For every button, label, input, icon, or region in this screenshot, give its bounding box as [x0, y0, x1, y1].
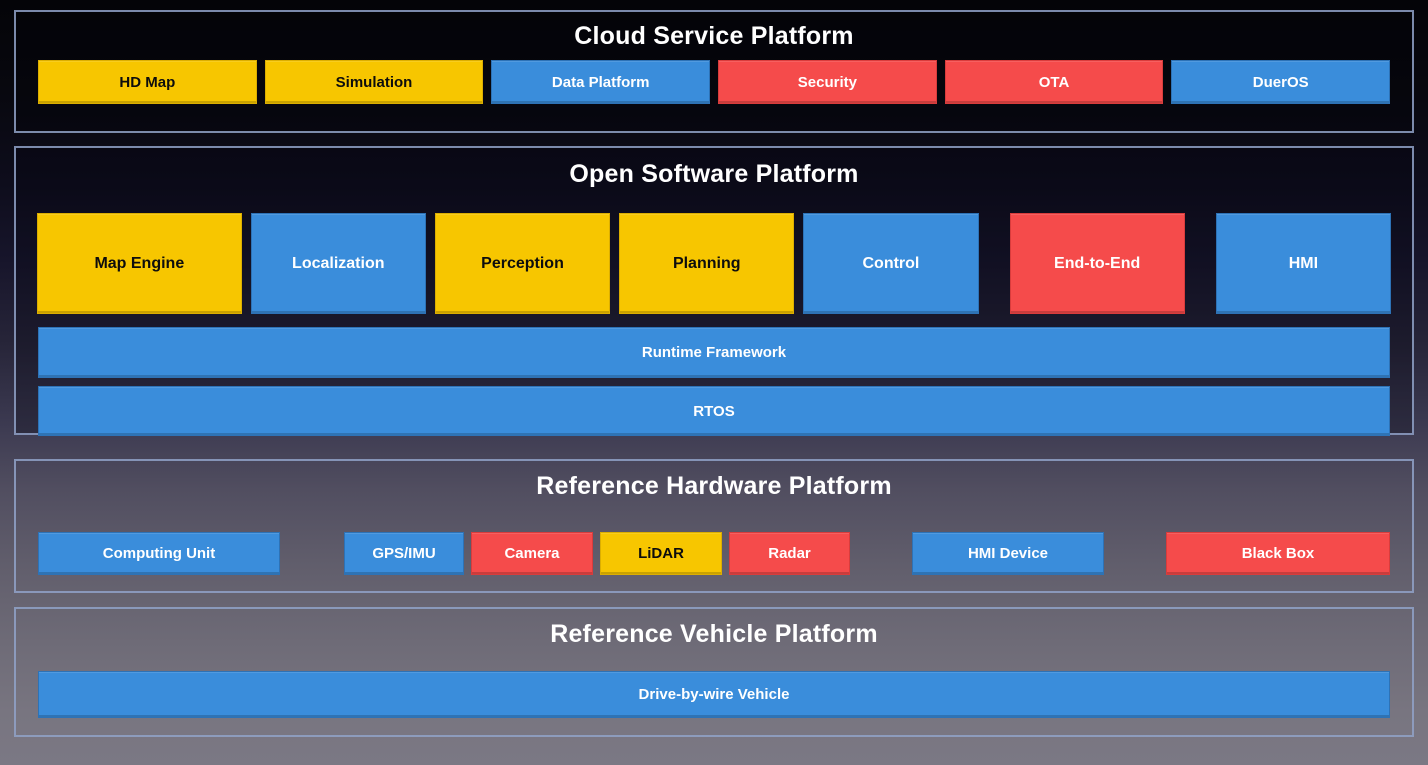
box-black-box: Black Box	[1166, 532, 1390, 575]
box-simulation: Simulation	[264, 60, 484, 104]
box-lidar: LiDAR	[600, 532, 722, 575]
module-perception: Perception	[434, 213, 611, 314]
bar-runtime-framework: Runtime Framework	[38, 327, 1390, 378]
bar-drive-by-wire-vehicle: Drive-by-wire Vehicle	[38, 671, 1390, 718]
module-end-to-end: End-to-End	[1009, 213, 1185, 314]
reference-hardware-platform-section: Reference Hardware Platform Computing Un…	[14, 459, 1414, 593]
cloud-boxes-row: HD Map Simulation Data Platform Security…	[16, 60, 1412, 104]
box-gps-imu: GPS/IMU	[344, 532, 464, 575]
box-radar: Radar	[729, 532, 850, 575]
hardware-section-title: Reference Hardware Platform	[536, 472, 892, 500]
cloud-service-platform-section: Cloud Service Platform HD Map Simulation…	[14, 10, 1414, 133]
box-hmi-device: HMI Device	[912, 532, 1104, 575]
box-data-platform: Data Platform	[491, 60, 711, 104]
software-section-title: Open Software Platform	[569, 160, 859, 188]
box-camera: Camera	[471, 532, 593, 575]
box-dueros: DuerOS	[1171, 60, 1391, 104]
hardware-boxes-row: Computing Unit GPS/IMU Camera LiDAR Rada…	[16, 532, 1412, 575]
module-map-engine: Map Engine	[37, 213, 242, 314]
box-ota: OTA	[944, 60, 1164, 104]
box-hd-map: HD Map	[38, 60, 257, 104]
module-planning: Planning	[619, 213, 795, 314]
software-modules-row: Map Engine Localization Perception Plann…	[16, 213, 1412, 314]
module-localization: Localization	[250, 213, 426, 314]
module-hmi: HMI	[1215, 213, 1391, 314]
vehicle-section-title: Reference Vehicle Platform	[550, 620, 878, 648]
module-control: Control	[803, 213, 979, 314]
box-computing-unit: Computing Unit	[38, 532, 280, 575]
bar-rtos: RTOS	[38, 386, 1390, 436]
box-security: Security	[718, 60, 937, 104]
cloud-section-title: Cloud Service Platform	[574, 22, 854, 50]
reference-vehicle-platform-section: Reference Vehicle Platform Drive-by-wire…	[14, 607, 1414, 737]
open-software-platform-section: Open Software Platform Map Engine Locali…	[14, 146, 1414, 436]
